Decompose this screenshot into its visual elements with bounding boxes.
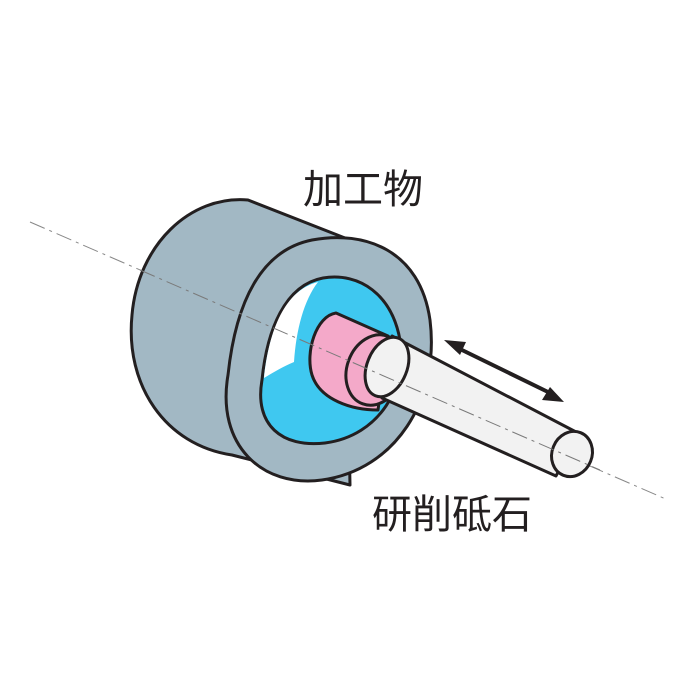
workpiece-bore-highlight	[264, 282, 318, 378]
arrow-head-upper-left	[444, 340, 466, 355]
arrow-shaft	[461, 348, 549, 394]
double-headed-arrow-icon	[444, 340, 564, 402]
spindle-end-face	[550, 429, 594, 479]
workpiece-label: 加工物	[303, 167, 423, 213]
spindle	[363, 334, 594, 479]
grinding-wheel-label: 研削砥石	[372, 492, 532, 538]
arrow-head-lower-right	[542, 387, 564, 402]
spindle-near-end	[363, 335, 411, 399]
center-axis-overlay	[139, 269, 601, 471]
